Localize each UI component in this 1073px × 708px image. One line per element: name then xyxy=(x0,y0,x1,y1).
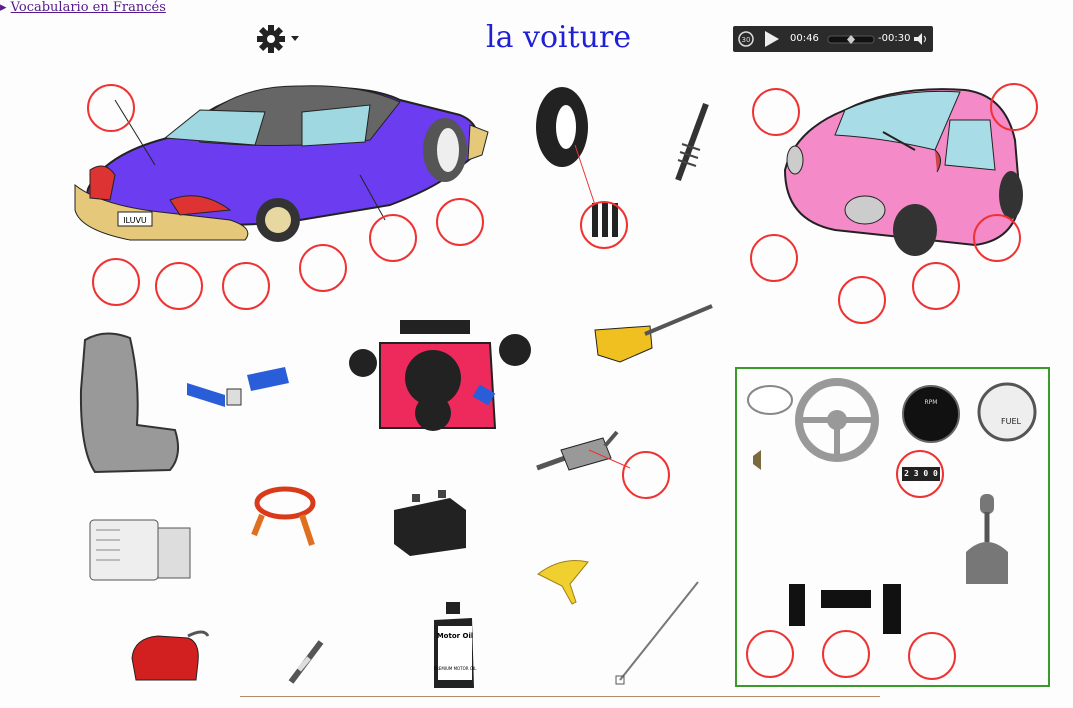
gear-shift-illustration xyxy=(966,494,1008,584)
settings-button[interactable] xyxy=(256,24,302,58)
engine-illustration xyxy=(349,320,531,431)
oil-label: Motor Oil xyxy=(437,632,474,640)
label-circle-accelerator[interactable] xyxy=(908,632,956,680)
tach-label: RPM xyxy=(925,399,938,406)
battery-illustration xyxy=(394,490,466,556)
breadcrumb: ▸ Vocabulario en Francés xyxy=(0,0,166,15)
gear-icon xyxy=(257,25,299,53)
dashboard-illustration: RPM FUEL xyxy=(747,378,1037,470)
label-circle-door[interactable] xyxy=(369,214,417,262)
pink-car-illustration xyxy=(783,88,1023,256)
label-circle-rearview-mirror[interactable] xyxy=(752,88,800,136)
oil-sub-label: PREMIUM MOTOR OIL xyxy=(434,666,478,671)
label-circle-grille[interactable] xyxy=(750,234,798,282)
label-circle-bumper[interactable] xyxy=(155,262,203,310)
label-circle-clutch[interactable] xyxy=(746,630,794,678)
progress-slider[interactable] xyxy=(827,35,875,45)
label-circle-license-plate[interactable] xyxy=(92,258,140,306)
dashboard-panel xyxy=(735,367,1050,687)
purple-car-illustration: ILUVU xyxy=(74,85,489,242)
arrow-icon: ▸ xyxy=(0,0,7,15)
label-circle-turn-signal[interactable] xyxy=(838,276,886,324)
vocabulario-link[interactable]: Vocabulario en Francés xyxy=(10,0,166,15)
label-circle-headlight[interactable] xyxy=(912,262,960,310)
car-jack-illustration xyxy=(594,304,713,363)
fuel-label: FUEL xyxy=(1001,417,1022,426)
shock-absorber-illustration xyxy=(675,102,709,182)
dipstick-illustration xyxy=(615,581,699,685)
muffler-illustration xyxy=(536,430,631,471)
spark-plug-illustration xyxy=(288,640,324,684)
label-circle-wiper[interactable] xyxy=(973,214,1021,262)
label-circle-odometer[interactable] xyxy=(896,450,944,498)
page-title: la voiture xyxy=(486,20,632,55)
funnel-illustration xyxy=(537,560,589,605)
label-circle-wheel[interactable] xyxy=(299,244,347,292)
label-circle-brake[interactable] xyxy=(822,630,870,678)
svg-text:30: 30 xyxy=(742,36,751,44)
jumper-cables-illustration xyxy=(251,486,316,546)
volume-icon[interactable] xyxy=(913,32,929,46)
chevron-down-icon xyxy=(291,36,299,41)
gas-can-illustration xyxy=(131,630,210,681)
label-circle-taillight[interactable] xyxy=(222,262,270,310)
play-icon[interactable] xyxy=(763,30,781,48)
label-circle-windshield[interactable] xyxy=(990,83,1038,131)
seat-illustration xyxy=(79,332,180,474)
tire-illustration xyxy=(536,87,596,206)
label-circle-hood[interactable] xyxy=(87,84,135,132)
seatbelt-illustration xyxy=(187,367,289,407)
pedals-illustration xyxy=(789,584,901,634)
label-circle-hubcap[interactable] xyxy=(436,198,484,246)
remaining-time: -00:30 xyxy=(878,33,911,44)
bottom-divider xyxy=(240,696,880,697)
audio-player[interactable]: 30 00:46 -00:30 xyxy=(733,26,933,52)
label-circle-tire-tread[interactable] xyxy=(580,201,628,249)
license-plate-text: ILUVU xyxy=(123,216,147,225)
air-filter-illustration xyxy=(89,519,191,581)
elapsed-time: 00:46 xyxy=(790,33,819,44)
label-circle-muffler[interactable] xyxy=(622,451,670,499)
motor-oil-illustration: Motor Oil PREMIUM MOTOR OIL xyxy=(434,602,478,688)
replay-30-icon[interactable]: 30 xyxy=(737,30,757,48)
